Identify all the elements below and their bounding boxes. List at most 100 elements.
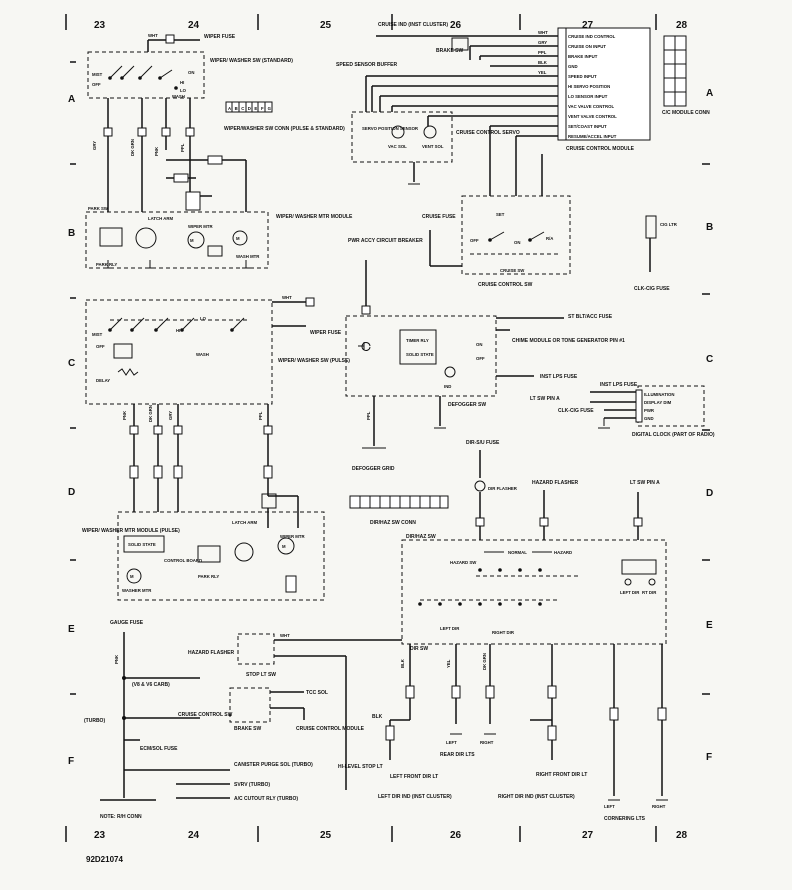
pin-3: GND bbox=[568, 64, 578, 69]
lower-brake-sw-label: BRAKE SW bbox=[234, 726, 262, 732]
left-front-dir-lt-top: BLK bbox=[372, 714, 383, 720]
off-cc-label: OFF bbox=[470, 238, 479, 243]
wiper-mtr-2-label: WIPER MTR bbox=[280, 534, 305, 539]
grid-row-d-right: D bbox=[706, 488, 713, 499]
wiper-pulse-section: WHT WIPER FUSE WIPER/ WASHER SW (PULSE) … bbox=[82, 295, 350, 601]
wire-pnk-1: PNK bbox=[154, 146, 159, 156]
mist-2-label: MIST bbox=[92, 332, 103, 337]
clock-section: INST LPS FUSE LT SW PIN A CLK-CIG FUSE I… bbox=[530, 382, 715, 438]
grid-col-27-bottom: 27 bbox=[582, 830, 594, 841]
hi-label: HI bbox=[180, 80, 184, 85]
pin-0: CRUISE IND CONTROL bbox=[568, 34, 616, 39]
grid-col-25: 25 bbox=[320, 20, 332, 31]
note-label: NOTE: R/H CONN bbox=[100, 814, 142, 820]
cornering-lts-label: CORNERING LTS bbox=[604, 816, 646, 822]
wire-dir-dkgrn: DK GRN bbox=[482, 653, 487, 670]
svg-text:M: M bbox=[282, 544, 286, 549]
cruise-fuse-label: CRUISE FUSE bbox=[422, 214, 456, 220]
v8-v6-carb-label: (V8 & V6 CARB) bbox=[132, 682, 170, 688]
grid-row-f: F bbox=[68, 756, 74, 767]
grid-col-23-bottom: 23 bbox=[94, 830, 106, 841]
svg-text:M: M bbox=[130, 574, 134, 579]
dir-haz-sw-conn-label: DIR/HAZ SW CONN bbox=[370, 520, 416, 526]
cruise-wire-wht: WHT bbox=[538, 30, 548, 35]
grid-rows: A B C D E F A B C D E F bbox=[68, 61, 713, 767]
pin-5: HI SERVO POSITION bbox=[568, 84, 610, 89]
grid-row-d: D bbox=[68, 487, 75, 498]
wiper-mtr-label: WIPER MTR bbox=[188, 224, 213, 229]
right-dir-ind-label: RIGHT DIR IND (INST CLUSTER) bbox=[498, 794, 575, 800]
clk-cig-fuse-label: CLK-CIG FUSE bbox=[634, 286, 670, 292]
defog-inst-lps-fuse-label: INST LPS FUSE bbox=[540, 374, 578, 380]
right-dir-label: RIGHT DIR bbox=[492, 630, 515, 635]
grid-row-c: C bbox=[68, 358, 75, 369]
wire-dir-blk: BLK bbox=[400, 658, 405, 668]
cruise-servo-label: CRUISE CONTROL SERVO bbox=[456, 130, 520, 136]
grid-row-b: B bbox=[68, 228, 75, 239]
canister-purge-label: CANISTER PURGE SOL (TURBO) bbox=[234, 762, 313, 768]
cruise-sw-label: CRUISE SW bbox=[500, 268, 525, 273]
wash-label: WASH bbox=[172, 94, 185, 99]
left-dir-ind-label: LEFT DIR IND (INST CLUSTER) bbox=[378, 794, 452, 800]
pin-4: SPEED INPUT bbox=[568, 74, 597, 79]
wire-dkgrn-2: DK GRN bbox=[148, 405, 153, 422]
ecm-sol-fuse-label: ECM/SOL FUSE bbox=[140, 746, 178, 752]
grid-col-26: 26 bbox=[450, 20, 462, 31]
clock-inst-lps-fuse-label: INST LPS FUSE bbox=[600, 382, 638, 388]
left-front-dir-lt-label: LEFT FRONT DIR LT bbox=[390, 774, 438, 780]
cruise-control-sw-label: CRUISE CONTROL SW bbox=[478, 282, 533, 288]
wire-wht-stop: WHT bbox=[280, 633, 290, 638]
wire-ppl-2: PPL bbox=[258, 411, 263, 420]
left-label: LEFT bbox=[446, 740, 457, 745]
cruise-module-pins: CRUISE IND CONTROL CRUISE ON INPUT BRAKE… bbox=[568, 34, 617, 139]
dir-sw-label: DIR SW bbox=[410, 646, 428, 652]
gauge-fuse-label: GAUGE FUSE bbox=[110, 620, 144, 626]
grid-col-24-bottom: 24 bbox=[188, 830, 200, 841]
lower-cruise-control-sw-label: CRUISE CONTROL SW bbox=[178, 712, 233, 718]
pin-8: VENT VALVE CONTROL bbox=[568, 114, 617, 119]
wash-2-label: WASH bbox=[196, 352, 209, 357]
clock-pin-2: PWR bbox=[644, 408, 655, 413]
cruise-module-label: CRUISE CONTROL MODULE bbox=[566, 146, 635, 152]
left-dir-label: LEFT DIR bbox=[440, 626, 460, 631]
solid-state-label: SOLID STATE bbox=[128, 542, 156, 547]
chime-module-label: CHIME MODULE OR TONE GENERATOR PIN #1 bbox=[512, 338, 625, 344]
lower-cruise-module-label: CRUISE CONTROL MODULE bbox=[296, 726, 365, 732]
park-sw-label: PARK SW bbox=[88, 206, 109, 211]
latch-arm-2-label: LATCH ARM bbox=[232, 520, 257, 525]
pin-9: SET/COAST INPUT bbox=[568, 124, 607, 129]
pin-2: BRAKE INPUT bbox=[568, 54, 598, 59]
grid-row-e-right: E bbox=[706, 620, 713, 631]
st-blt-acc-fuse-label: ST BLT/ACC FUSE bbox=[568, 314, 613, 320]
grid-col-24: 24 bbox=[188, 20, 200, 31]
wire-pnk-gauge: PNK bbox=[114, 654, 119, 664]
wiper-conn-label: WIPER/WASHER SW CONN (PULSE & STANDARD) bbox=[224, 126, 345, 132]
right-label: RIGHT bbox=[480, 740, 494, 745]
turn-hazard-section: DIR-S/U FUSE DIR FLASHER HAZARD FLASHER … bbox=[349, 440, 668, 822]
hi-level-stop-lt-label: HI-LEVEL STOP LT bbox=[338, 764, 383, 770]
wire-gry-1: GRY bbox=[92, 141, 97, 150]
wiper-conn-letter-c: C bbox=[241, 106, 244, 111]
vac-sol-label: VAC SOL bbox=[388, 144, 407, 149]
figure-id: 92D21074 bbox=[86, 855, 123, 864]
delay-label: DELAY bbox=[96, 378, 110, 383]
lo-2-label: LO bbox=[200, 316, 207, 321]
latch-arm-label: LATCH ARM bbox=[148, 216, 173, 221]
grid-col-28-bottom: 28 bbox=[676, 830, 688, 841]
wire-pnk-2: PNK bbox=[122, 410, 127, 420]
wiper-conn-letter-d: D bbox=[248, 106, 251, 111]
defogger-sw-label: DEFOGGER SW bbox=[448, 402, 486, 408]
cc-module-conn-label: C/C MODULE CONN bbox=[662, 110, 710, 116]
park-rly-2-label: PARK RLY bbox=[198, 574, 219, 579]
wiper-washer-sw-pulse-label: WIPER/ WASHER SW (PULSE) bbox=[278, 358, 350, 364]
wiper-fuse-2-label: WIPER FUSE bbox=[310, 330, 342, 336]
wire-ppl-1: PPL bbox=[180, 143, 185, 152]
wire-gry-2: GRY bbox=[168, 411, 173, 420]
pin-1: CRUISE ON INPUT bbox=[568, 44, 606, 49]
hazard-sw-label: HAZARD SW bbox=[450, 560, 477, 565]
pin-10: RESUME/ACCEL INPUT bbox=[568, 134, 617, 139]
park-rly-label: PARK RLY bbox=[96, 262, 117, 267]
wire-dir-yel: YEL bbox=[446, 659, 451, 668]
